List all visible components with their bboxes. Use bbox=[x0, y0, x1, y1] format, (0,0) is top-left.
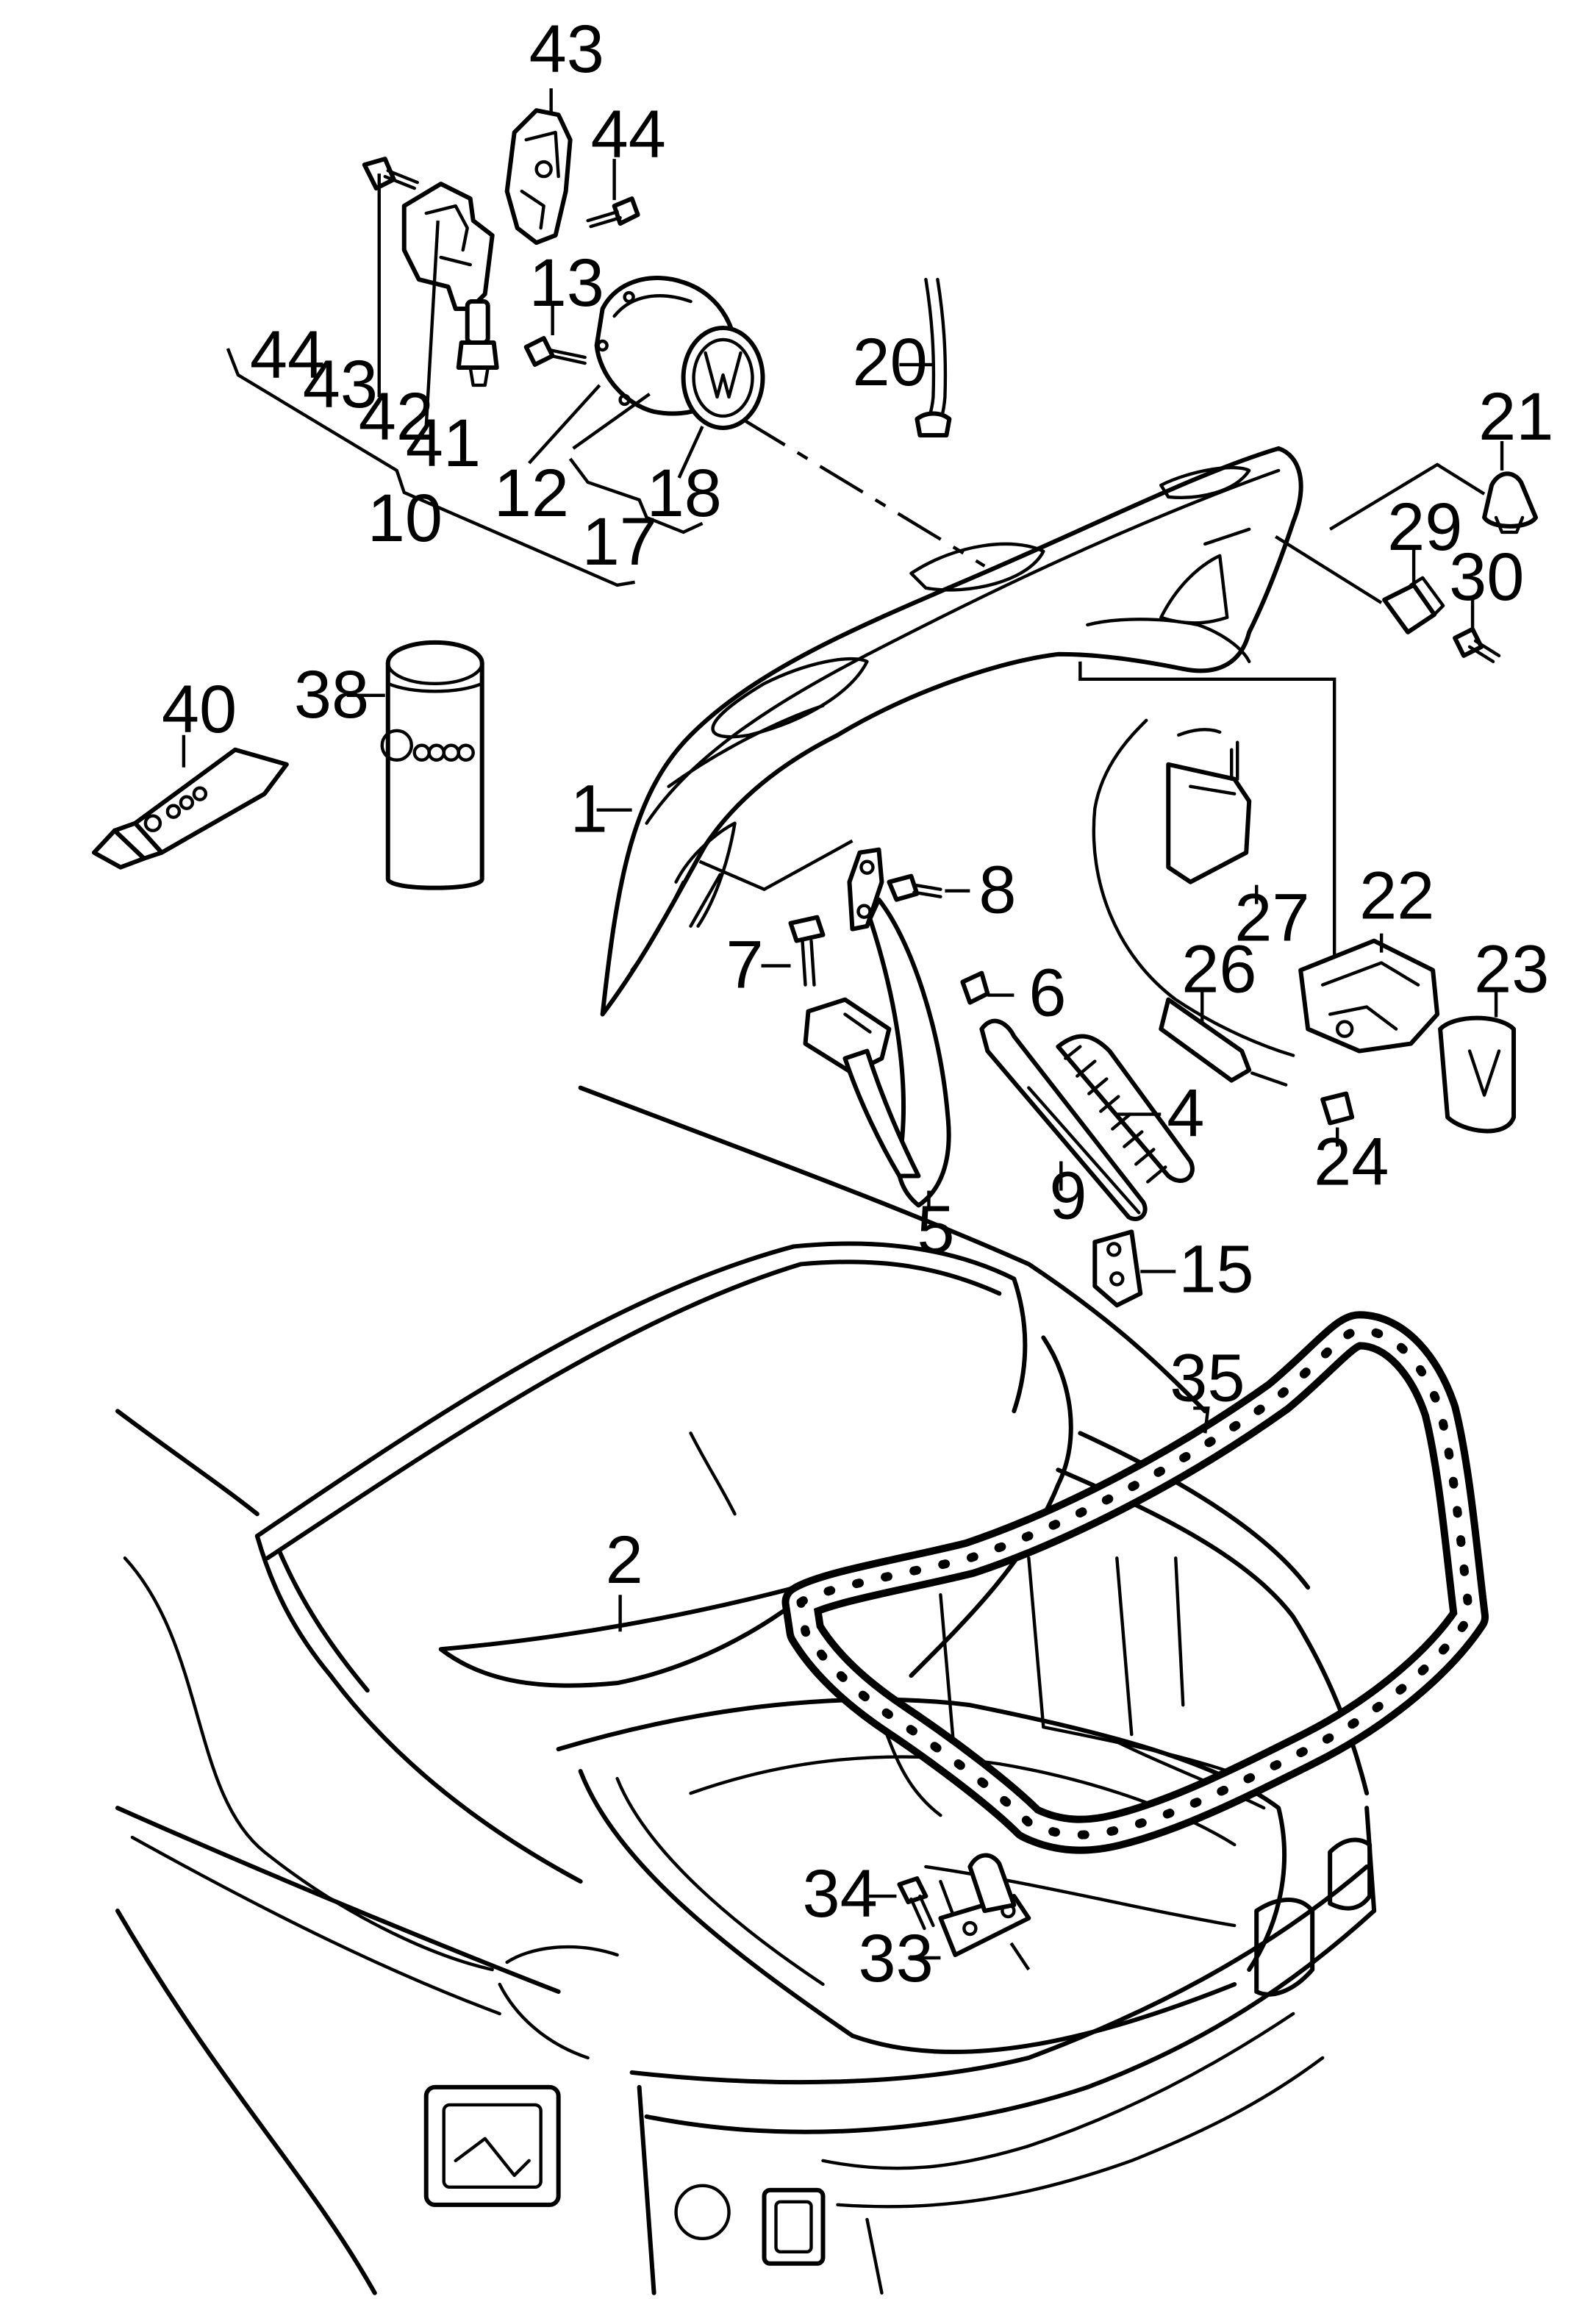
callout-17: 17 bbox=[582, 504, 657, 579]
callout-labels: 1 2 4 5 6 7 8 9 10 12 13 15 17 18 20 21 … bbox=[162, 12, 1553, 1996]
callout-42: 42 bbox=[359, 379, 434, 454]
spray-can bbox=[346, 640, 484, 890]
lock-group bbox=[1092, 718, 1517, 1147]
callout-41: 41 bbox=[406, 406, 481, 481]
strut-group bbox=[979, 1018, 1195, 1308]
striker-group bbox=[864, 1853, 1031, 1971]
callout-13: 13 bbox=[529, 246, 604, 321]
callout-4: 4 bbox=[1167, 1076, 1204, 1151]
callout-22: 22 bbox=[1359, 859, 1434, 934]
callout-10: 10 bbox=[368, 481, 443, 556]
callout-5: 5 bbox=[917, 1192, 954, 1267]
callout-38: 38 bbox=[294, 657, 369, 732]
callout-7: 7 bbox=[726, 928, 764, 1003]
callout-43-group: 43 bbox=[303, 347, 378, 422]
callout-20: 20 bbox=[852, 325, 927, 400]
adhesive-tube bbox=[91, 734, 289, 870]
callout-30: 30 bbox=[1449, 540, 1524, 615]
callout-12: 12 bbox=[494, 456, 569, 531]
leader-lines bbox=[596, 808, 1210, 1632]
callout-21: 21 bbox=[1478, 379, 1553, 454]
callout-9: 9 bbox=[1049, 1158, 1087, 1233]
callout-15: 15 bbox=[1178, 1231, 1253, 1306]
callout-8: 8 bbox=[978, 853, 1016, 928]
callout-1: 1 bbox=[570, 772, 608, 847]
drain-hose bbox=[899, 277, 952, 437]
lock-actuator-group bbox=[226, 88, 640, 587]
callout-6: 6 bbox=[1028, 956, 1066, 1031]
reference-lines bbox=[741, 418, 1336, 1029]
callout-18: 18 bbox=[647, 456, 722, 531]
callout-43: 43 bbox=[529, 12, 604, 87]
callout-23: 23 bbox=[1474, 932, 1549, 1007]
callout-2: 2 bbox=[606, 1523, 643, 1598]
callout-40: 40 bbox=[162, 672, 237, 747]
callout-44-group: 44 bbox=[250, 318, 325, 393]
callout-44: 44 bbox=[591, 97, 666, 172]
callout-24: 24 bbox=[1314, 1124, 1389, 1199]
emblem-group bbox=[523, 276, 765, 534]
callout-35: 35 bbox=[1170, 1340, 1245, 1415]
trunk-seal bbox=[781, 1311, 1489, 1854]
callout-27: 27 bbox=[1234, 881, 1309, 956]
callout-33: 33 bbox=[858, 1921, 933, 1996]
buffer-group bbox=[1275, 440, 1539, 664]
callout-34: 34 bbox=[802, 1856, 877, 1931]
trunk-lid bbox=[600, 446, 1303, 1017]
callout-29: 29 bbox=[1387, 490, 1462, 565]
hinge-group bbox=[698, 839, 1015, 1212]
callout-26: 26 bbox=[1181, 932, 1256, 1007]
